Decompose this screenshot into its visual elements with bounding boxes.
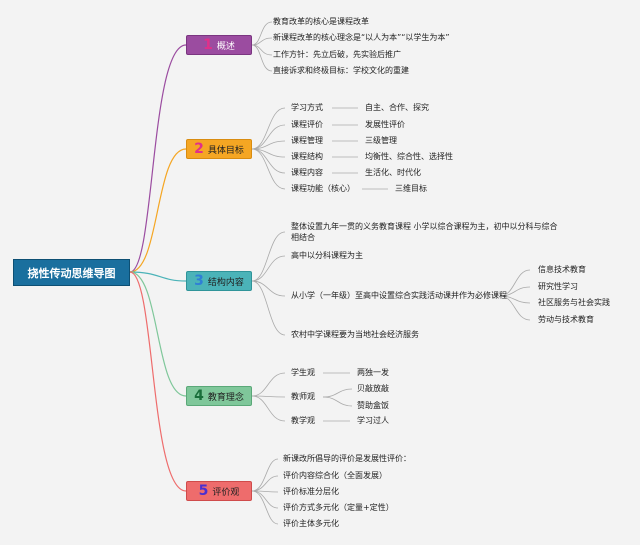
leaf-label: 课程功能（核心） [291,184,355,193]
leaf-value: 自主、合作、探究 [365,103,429,112]
leaf-text: 农村中学课程要为当地社会经济服务 [291,330,419,339]
branch-number: 2 [194,141,204,157]
leaf-value: 三级管理 [365,136,397,145]
leaf-value: 学习过人 [357,416,389,425]
leaf-label: 课程内容 [291,168,323,177]
branch-label: 评价观 [212,487,240,498]
leaf-label: 学习方式 [291,103,323,112]
leaf-text: 整体设置九年一贯的义务教育课程 小学以综合课程为主，初中以分科与综合相结合 [291,222,558,242]
leaf-text: 教育改革的核心是课程改革 [273,17,369,26]
leaf-value: 贝敲放敲 [357,384,389,393]
leaf-label: 教师观 [291,392,315,401]
leaf-text: 评价内容综合化（全面发展） [283,471,387,480]
leaf-text: 评价方式多元化（定量+定性） [283,503,394,512]
branch-number: 4 [194,388,204,404]
branch-number: 1 [203,37,213,53]
leaf-value: 赞助盒饭 [357,401,389,410]
leaf-text: 评价主体多元化 [283,519,339,528]
leaf-value: 三维目标 [395,184,427,193]
leaf-label: 课程评价 [291,120,323,129]
leaf-text: 工作方针：先立后破，先实验后推广 [273,50,401,59]
branch-node-philosophy[interactable]: 4 教育理念 [186,386,252,406]
branch-node-evaluation[interactable]: 5 评价观 [186,481,252,501]
leaf-label: 课程结构 [291,152,323,161]
sub-leaf-text: 社区服务与社会实践 [538,298,610,307]
leaf-value: 发展性评价 [365,120,405,129]
leaf-label: 教学观 [291,416,315,425]
root-node[interactable]: 挠性传动思维导图 [13,259,130,286]
leaf-value: 两独一发 [357,368,389,377]
branch-label: 概述 [216,41,235,52]
branch-label: 结构内容 [207,277,244,288]
branch-label: 教育理念 [207,392,244,403]
branch-node-structure[interactable]: 3 结构内容 [186,271,252,291]
leaf-value: 均衡性、综合性、选择性 [365,152,453,161]
branch-node-overview[interactable]: 1 概述 [186,35,252,55]
leaf-text: 直接诉求和终极目标：学校文化的重建 [273,66,409,75]
leaf-text: 新课程改革的核心理念是“以人为本”“以学生为本” [273,33,450,42]
branch-node-goals[interactable]: 2 具体目标 [186,139,252,159]
leaf-label: 学生观 [291,368,315,377]
sub-leaf-text: 研究性学习 [538,282,578,291]
leaf-value: 生活化、时代化 [365,168,421,177]
leaf-label: 课程管理 [291,136,323,145]
leaf-text: 评价标准分层化 [283,487,339,496]
sub-leaf-text: 信息技术教育 [538,265,586,274]
branch-label: 具体目标 [207,145,244,156]
branch-number: 5 [198,483,209,499]
leaf-text: 新课改所倡导的评价是发展性评价： [283,454,411,463]
branch-number: 3 [194,273,204,289]
sub-leaf-text: 劳动与技术教育 [538,315,594,324]
leaf-text: 高中以分科课程为主 [291,251,363,260]
leaf-text: 从小学（一年级）至高中设置综合实践活动课并作为必修课程 [291,291,507,300]
